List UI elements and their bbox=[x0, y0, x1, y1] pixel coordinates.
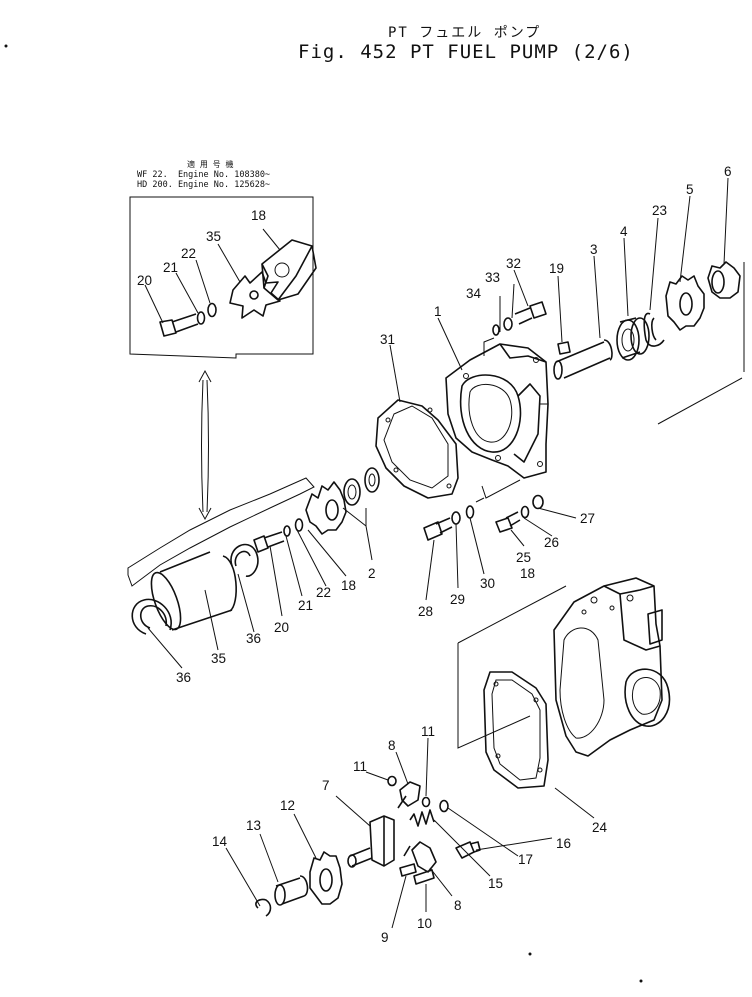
inset-box bbox=[129, 196, 314, 359]
part-number-label: 30 bbox=[480, 576, 495, 591]
part-number-label: 18 bbox=[520, 566, 535, 581]
part-number-label: 8 bbox=[454, 898, 462, 913]
part-number-label: 31 bbox=[380, 332, 395, 347]
part-number-label: 8 bbox=[388, 738, 396, 753]
part-number-label: 19 bbox=[549, 261, 564, 276]
part-number-label: 15 bbox=[488, 876, 503, 891]
part-number-label: 23 bbox=[652, 203, 667, 218]
part-number-label: 10 bbox=[417, 916, 432, 931]
part-number-label: 17 bbox=[518, 852, 533, 867]
applicability-line: HD 200. Engine No. 125628~ bbox=[137, 180, 271, 190]
inset-parts bbox=[159, 239, 317, 337]
part-labels: 1234567889101111121314151617181818192020… bbox=[137, 164, 732, 945]
applicability-line: WF 22. Engine No. 108380~ bbox=[137, 170, 271, 180]
part-number-label: 25 bbox=[516, 550, 531, 565]
part-number-label: 4 bbox=[620, 224, 628, 239]
part-number-label: 27 bbox=[580, 511, 595, 526]
part-number-label: 2 bbox=[368, 566, 376, 581]
double-arrow bbox=[198, 369, 212, 521]
left-parts bbox=[131, 467, 380, 635]
part-number-label: 28 bbox=[418, 604, 433, 619]
gasket-24 bbox=[483, 671, 549, 789]
part-number-label: 12 bbox=[280, 798, 295, 813]
part-number-label: 6 bbox=[724, 164, 732, 179]
part-number-label: 13 bbox=[246, 818, 261, 833]
gasket-31 bbox=[375, 399, 459, 499]
part-number-label: 18 bbox=[341, 578, 356, 593]
part-number-label: 22 bbox=[181, 246, 196, 261]
figure-title: Fig. 452 PT FUEL PUMP (2/6) bbox=[298, 41, 634, 63]
part-number-label: 21 bbox=[163, 260, 178, 275]
part-number-label: 16 bbox=[556, 836, 571, 851]
part-number-label: 1 bbox=[434, 304, 442, 319]
top-right-parts bbox=[492, 261, 745, 425]
part-number-label: 18 bbox=[251, 208, 266, 223]
part-number-label: 3 bbox=[590, 242, 598, 257]
part-number-label: 11 bbox=[421, 724, 435, 739]
part-number-label: 34 bbox=[466, 286, 482, 301]
part-number-label: 35 bbox=[211, 651, 226, 666]
lower-parts bbox=[255, 775, 481, 917]
part-number-label: 36 bbox=[246, 631, 261, 646]
part-number-label: 20 bbox=[137, 273, 152, 288]
part-number-label: 32 bbox=[506, 256, 521, 271]
figure-title-japanese: PT フュエル ポンプ bbox=[388, 25, 542, 41]
part-number-label: 20 bbox=[274, 620, 289, 635]
part-number-label: 9 bbox=[381, 930, 389, 945]
part-number-label: 35 bbox=[206, 229, 221, 244]
part-number-label: 22 bbox=[316, 585, 331, 600]
print-specks bbox=[4, 44, 643, 983]
applicability-header: 適 用 号 機 bbox=[187, 160, 234, 169]
leader-lines bbox=[144, 177, 729, 929]
part-number-label: 36 bbox=[176, 670, 191, 685]
part-number-label: 7 bbox=[322, 778, 330, 793]
housing-bolts bbox=[423, 494, 544, 541]
part-number-label: 5 bbox=[686, 182, 694, 197]
part-number-label: 24 bbox=[592, 820, 608, 835]
break-line bbox=[127, 477, 315, 587]
part-number-label: 14 bbox=[212, 834, 228, 849]
part-number-label: 29 bbox=[450, 592, 465, 607]
part-number-label: 33 bbox=[485, 270, 500, 285]
pump-body bbox=[457, 577, 671, 757]
part-number-label: 26 bbox=[544, 535, 559, 550]
part-number-label: 21 bbox=[298, 598, 313, 613]
part-number-label: 11 bbox=[353, 759, 367, 774]
pump-housing-1 bbox=[445, 337, 549, 503]
